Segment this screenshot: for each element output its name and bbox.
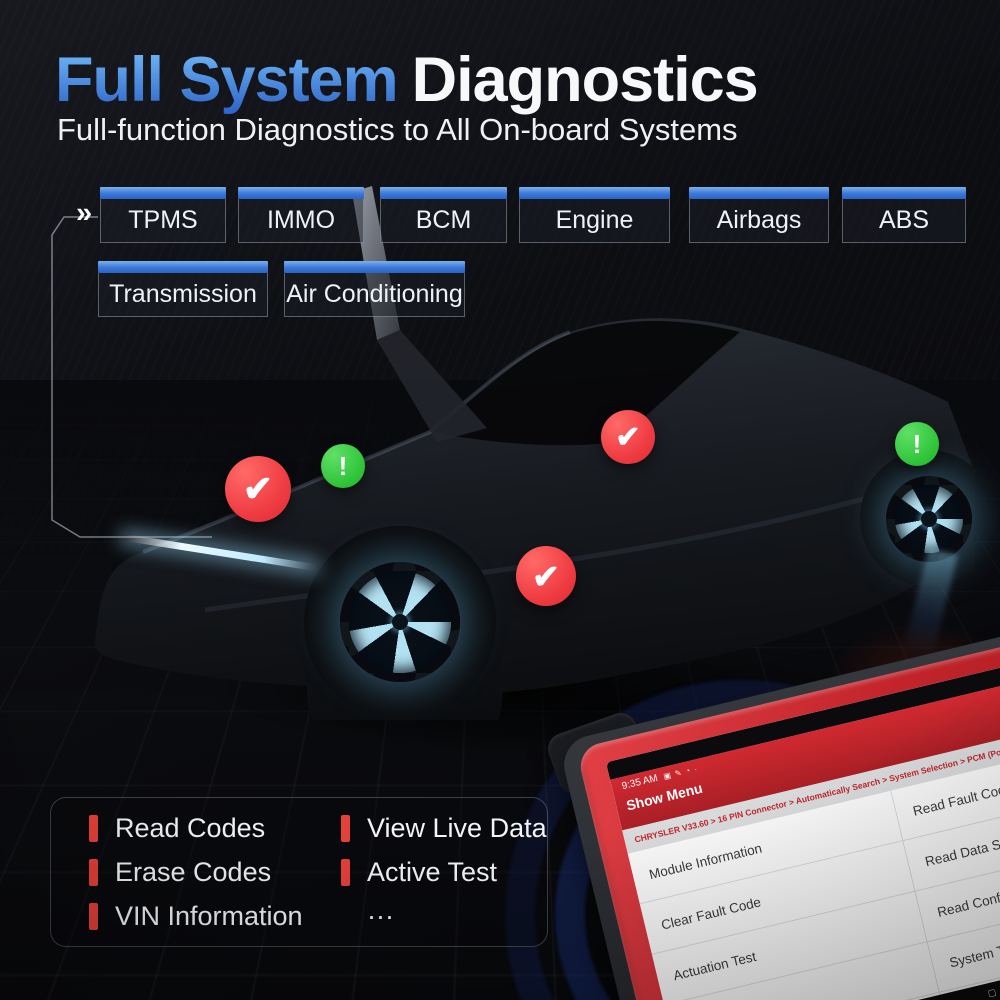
check-badge-sill: ✔ bbox=[516, 546, 576, 606]
chip-accent-bar bbox=[100, 187, 226, 199]
check-badge-door: ✔ bbox=[601, 410, 655, 464]
chip-accent-bar bbox=[98, 261, 268, 273]
system-tag-label: TPMS bbox=[100, 199, 226, 243]
red-bullet-bar bbox=[89, 814, 98, 842]
feature-view-live-data: View Live Data bbox=[341, 813, 547, 844]
system-tag-transmission: Transmission bbox=[98, 261, 268, 317]
system-tag-air-conditioning: Air Conditioning bbox=[284, 261, 465, 317]
feature-label: Erase Codes bbox=[115, 856, 272, 887]
alert-badge-rear-wheel: ! bbox=[895, 422, 939, 466]
status-bar-icons: ▣ ✎ ◔ · bbox=[662, 764, 700, 782]
chip-accent-bar bbox=[380, 187, 507, 199]
title-highlight: Full System bbox=[55, 45, 399, 115]
system-tag-tpms: TPMS bbox=[100, 187, 226, 243]
wheel-hub bbox=[392, 614, 408, 630]
red-bullet-bar bbox=[341, 814, 350, 842]
feature-active-test: Active Test bbox=[341, 857, 547, 888]
system-tag-immo: IMMO bbox=[238, 187, 364, 243]
red-bullet-bar bbox=[341, 858, 350, 886]
system-tag-abs: ABS bbox=[842, 187, 966, 243]
wheel-hub bbox=[921, 511, 937, 527]
clock-text: 9:35 AM bbox=[620, 772, 659, 793]
feature-label: Active Test bbox=[367, 856, 498, 887]
feature-erase-codes: Erase Codes bbox=[89, 857, 341, 888]
glowing-wheel-front bbox=[340, 562, 460, 682]
system-tag-label: Air Conditioning bbox=[284, 273, 465, 317]
system-tag-label: IMMO bbox=[238, 199, 364, 243]
system-tag-label: Airbags bbox=[689, 199, 829, 243]
red-bullet-bar bbox=[89, 858, 98, 886]
red-bullet-bar bbox=[89, 902, 98, 930]
chip-accent-bar bbox=[689, 187, 829, 199]
feature-read-codes: Read Codes bbox=[89, 813, 341, 844]
system-tag-bcm: BCM bbox=[380, 187, 507, 243]
chevron-icon: » bbox=[76, 197, 93, 229]
system-tag-label: Engine bbox=[519, 199, 670, 243]
feature-label: Read Codes bbox=[115, 812, 266, 843]
alert-badge-front: ! bbox=[321, 444, 365, 488]
chip-accent-bar bbox=[842, 187, 966, 199]
check-badge-front: ✔ bbox=[225, 456, 291, 522]
chip-accent-bar bbox=[284, 261, 465, 273]
feature-label: VIN Information bbox=[115, 900, 303, 931]
feature-more: ··· bbox=[341, 901, 547, 932]
feature-label: View Live Data bbox=[367, 812, 547, 843]
page-subtitle: Full-function Diagnostics to All On-boar… bbox=[57, 112, 738, 147]
feature-label: ··· bbox=[367, 900, 394, 931]
chip-accent-bar bbox=[238, 187, 364, 199]
title-rest: Diagnostics bbox=[411, 45, 759, 115]
feature-list-panel: Read Codes View Live Data Erase Codes Ac… bbox=[50, 797, 548, 947]
system-tag-label: Transmission bbox=[98, 273, 268, 317]
feature-vin-information: VIN Information bbox=[89, 901, 341, 932]
system-tag-airbags: Airbags bbox=[689, 187, 829, 243]
system-tag-label: BCM bbox=[380, 199, 507, 243]
car-door-panel bbox=[377, 330, 487, 442]
system-tag-engine: Engine bbox=[519, 187, 670, 243]
system-tag-label: ABS bbox=[842, 199, 966, 243]
chip-accent-bar bbox=[519, 187, 670, 199]
